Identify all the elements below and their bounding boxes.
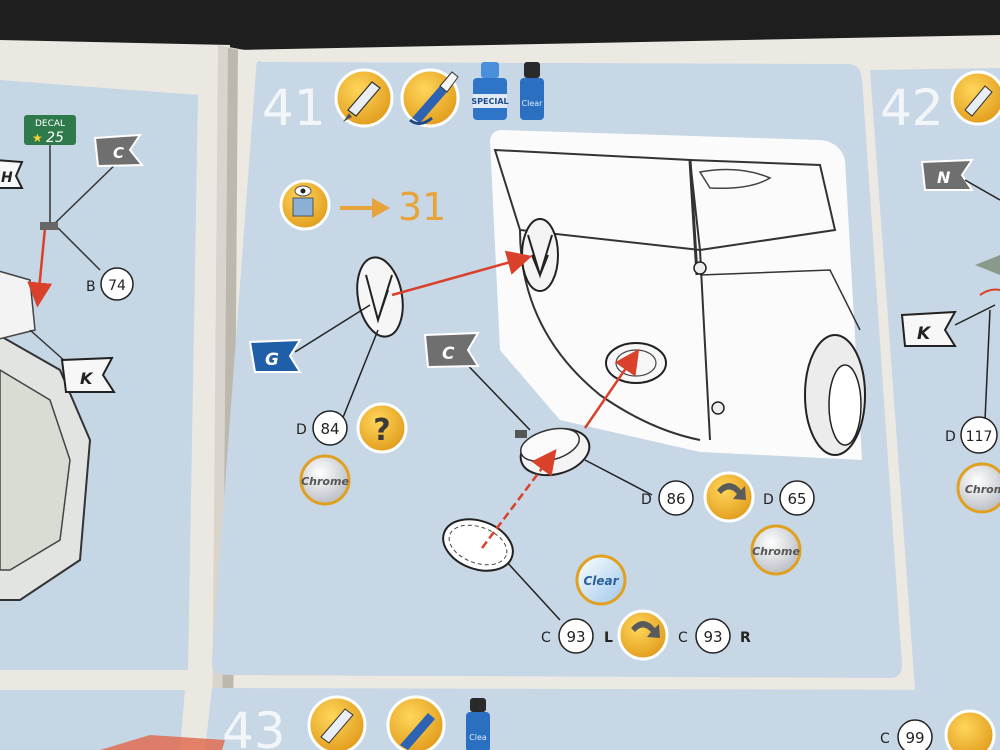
paint-flag-c: C — [423, 331, 480, 369]
svg-text:H: H — [1, 170, 13, 186]
rotate-repeat-icon-1 — [703, 471, 755, 523]
step-42-number: 42 — [880, 79, 944, 137]
svg-text:?: ? — [373, 413, 390, 448]
part-d86-callout: D 86 — [641, 480, 694, 516]
svg-text:99: 99 — [905, 729, 924, 747]
step-43-brush-icon — [386, 695, 446, 750]
paint-flag-n: N — [920, 158, 974, 191]
glue-icon — [334, 68, 394, 128]
part-c93r-callout: C 93 R — [678, 618, 751, 654]
svg-text:D: D — [763, 492, 774, 508]
arrow-right-icon — [340, 198, 390, 218]
chrome-paint-icon-1: Chrome — [299, 454, 351, 506]
part-d117-callout: D 117 — [945, 416, 998, 454]
ref-step-number: 31 — [398, 185, 446, 229]
svg-text:Chrom: Chrom — [965, 483, 1000, 496]
step-42-glue-icon — [950, 70, 1000, 126]
reference-to-step-31: 31 — [279, 179, 446, 231]
svg-text:R: R — [740, 630, 751, 646]
star-icon: ★ — [32, 131, 43, 145]
svg-text:C: C — [541, 630, 551, 646]
paint-brush-icon — [400, 68, 460, 128]
svg-text:Clear: Clear — [522, 99, 544, 108]
assembly-arrow-rim — [583, 348, 640, 429]
step-43-glue-icon — [307, 695, 367, 750]
contacta-special-bottle-icon: SPECIAL — [471, 62, 509, 120]
contacta-clear-bottle-icon: Clear — [520, 62, 544, 120]
step-43-clear-bottle-icon: Clea — [466, 698, 490, 750]
left-part-drawing — [0, 270, 92, 601]
svg-text:C: C — [678, 630, 688, 646]
step-41-number: 41 — [262, 79, 326, 137]
paint-flag-k-left: K — [60, 356, 116, 393]
part-d65-callout: D 65 — [763, 480, 815, 516]
rotate-repeat-icon-2 — [617, 609, 669, 661]
svg-text:93: 93 — [703, 628, 722, 646]
svg-text:65: 65 — [787, 490, 806, 508]
svg-text:Clea: Clea — [469, 733, 487, 742]
chrome-paint-icon-2: Chrome — [750, 524, 802, 576]
svg-text:C: C — [442, 344, 455, 364]
part-c93l-callout: C 93 L — [541, 618, 613, 654]
part-b74-callout: B 74 — [86, 267, 134, 301]
step-42-chrome-icon: Chrom — [956, 462, 1000, 514]
svg-text:N: N — [937, 168, 951, 187]
svg-text:74: 74 — [108, 278, 126, 294]
part-d84-callout: D 84 — [296, 410, 348, 446]
svg-text:SPECIAL: SPECIAL — [471, 97, 508, 106]
svg-text:D: D — [641, 492, 652, 508]
svg-text:C: C — [880, 731, 890, 747]
paint-flag-h-partial: H — [0, 159, 24, 189]
clear-lens-part — [442, 518, 514, 572]
svg-text:D: D — [296, 422, 307, 438]
svg-text:D: D — [945, 429, 956, 445]
svg-text:93: 93 — [566, 628, 585, 646]
svg-text:K: K — [80, 369, 94, 388]
svg-text:B: B — [86, 279, 96, 295]
decal-number: 25 — [46, 130, 64, 146]
help-question-icon: ? — [356, 402, 408, 454]
svg-text:G: G — [265, 350, 279, 370]
svg-text:Clear: Clear — [583, 574, 619, 588]
clear-paint-icon: Clear — [575, 554, 627, 606]
paint-flag-c-left: C — [93, 133, 145, 168]
assembly-arrow-emblem — [391, 250, 533, 297]
step-43-number: 43 — [222, 702, 286, 750]
svg-text:K: K — [917, 324, 932, 344]
step-43-rotate-icon — [944, 709, 996, 750]
svg-text:86: 86 — [666, 490, 685, 508]
svg-text:Chrome: Chrome — [752, 545, 800, 558]
assembly-arrow-lens — [481, 449, 557, 549]
svg-text:84: 84 — [320, 420, 339, 438]
svg-text:Chrome: Chrome — [301, 475, 349, 488]
paint-flag-k: K — [900, 310, 957, 347]
svg-text:L: L — [604, 630, 613, 646]
part-c99-callout: C 99 — [880, 719, 933, 750]
paint-flag-g: G — [248, 338, 302, 373]
svg-text:117: 117 — [966, 429, 993, 445]
decal-25-sign: DECAL 25 ★ — [24, 115, 76, 146]
svg-text:C: C — [113, 144, 124, 162]
step-42-panel — [870, 68, 1000, 690]
vw-bus-front-illustration — [490, 130, 866, 460]
decal-label: DECAL — [35, 119, 65, 129]
